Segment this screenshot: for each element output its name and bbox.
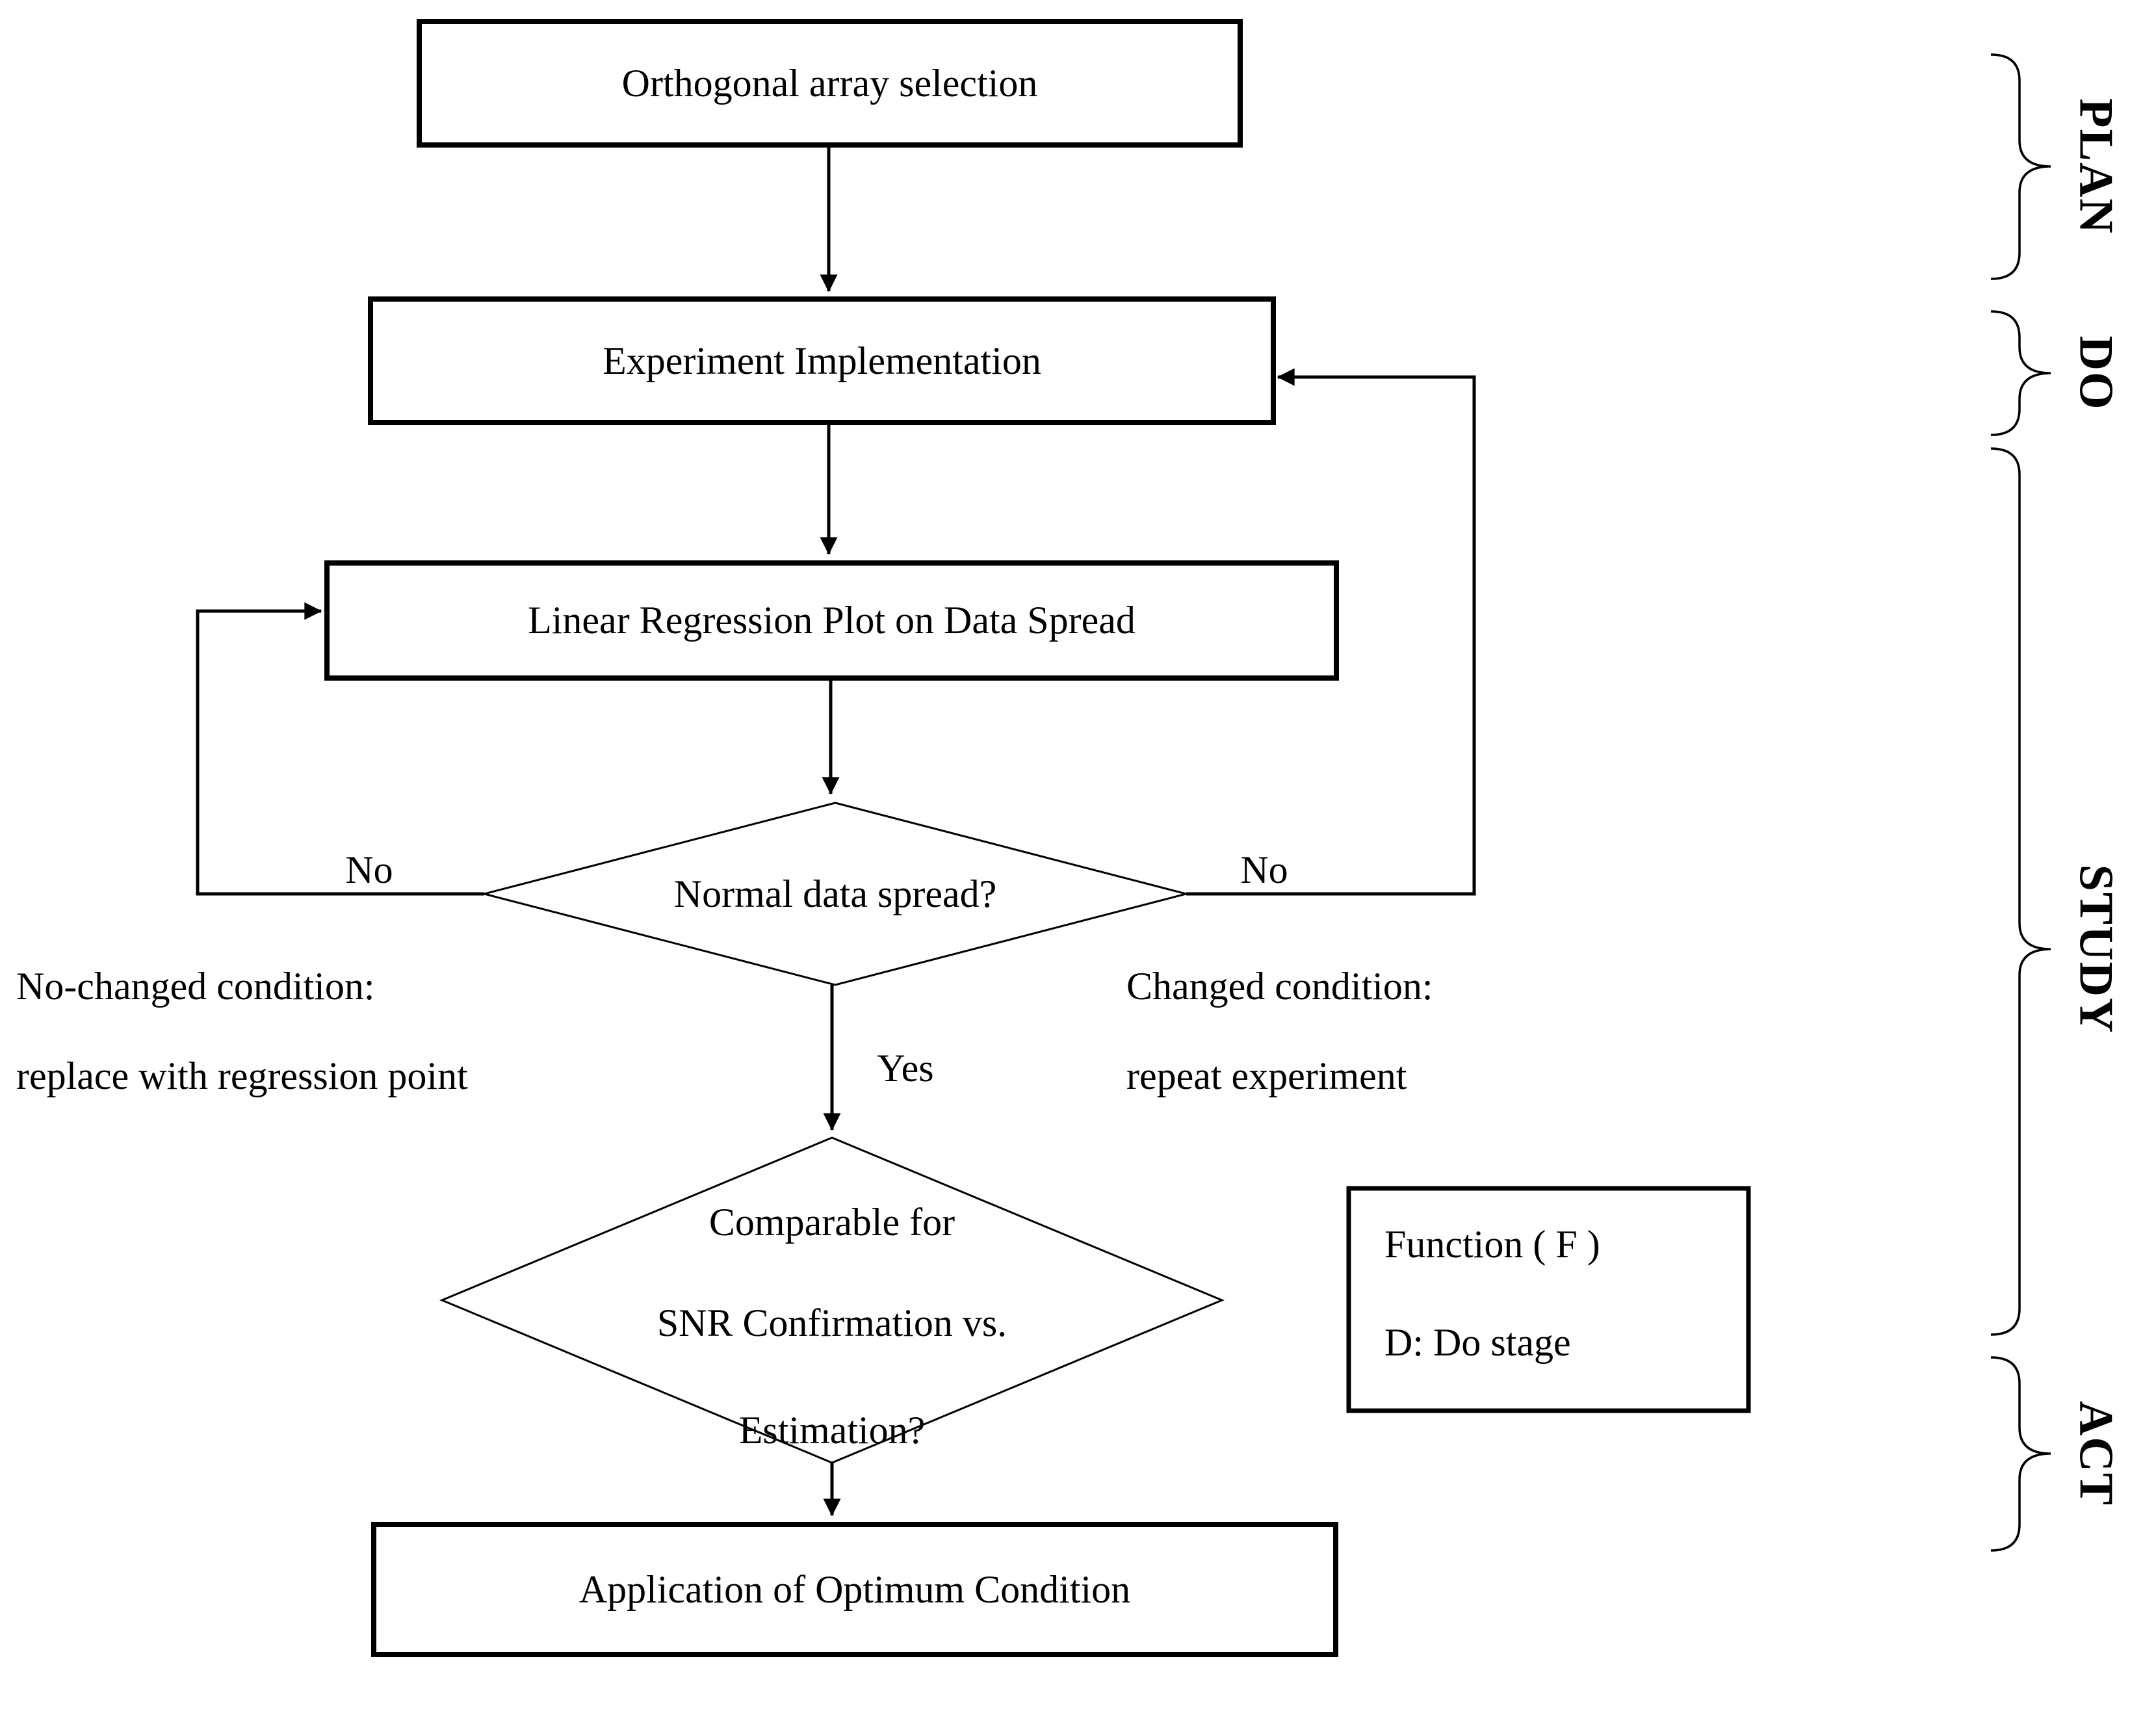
decision-normal-spread-label: Normal data spread? — [673, 872, 997, 915]
edge-no-right-loop — [1186, 368, 1476, 896]
brace-do — [1990, 310, 2051, 436]
edge-label-no-left: No — [345, 848, 393, 891]
node-regression-label: Linear Regression Plot on Data Spread — [528, 599, 1136, 642]
legend-box — [1346, 1186, 1751, 1413]
brace-plan — [1990, 53, 2051, 280]
edge-label-no-right: No — [1240, 848, 1288, 891]
node-experiment-box — [368, 296, 1276, 425]
legend-line-2: D: Do stage — [1384, 1321, 1571, 1364]
decision-snr-line-3: Estimation? — [738, 1408, 926, 1452]
decision-normal-spread-diamond — [480, 802, 1190, 986]
annotation-right-line-2: repeat experiment — [1126, 1054, 1407, 1097]
node-application-label: Application of Optimum Condition — [578, 1567, 1131, 1611]
stage-label-do: DO — [2069, 335, 2123, 411]
decision-snr-line-2: SNR Confirmation vs. — [656, 1301, 1007, 1344]
decision-snr-line-1: Comparable for — [708, 1200, 955, 1244]
node-orthogonal-box — [417, 19, 1243, 148]
brace-act — [1990, 1356, 2051, 1552]
annotation-left-line-1: No-changed condition: — [16, 965, 375, 1008]
legend-line-1: Function ( F ) — [1384, 1223, 1600, 1266]
node-orthogonal-label: Orthogonal array selection — [621, 61, 1038, 105]
stage-label-act: ACT — [2069, 1400, 2123, 1507]
node-experiment-label: Experiment Implementation — [603, 339, 1041, 382]
edge-no-left-loop — [196, 602, 484, 896]
annotation-left-line-2: replace with regression point — [16, 1054, 468, 1097]
brace-study — [1990, 447, 2051, 1336]
stage-label-plan: PLAN — [2069, 98, 2123, 235]
stage-label-study: STUDY — [2069, 864, 2123, 1034]
annotation-right-line-1: Changed condition: — [1126, 965, 1433, 1008]
edge-label-yes: Yes — [877, 1047, 934, 1090]
node-application-box — [371, 1522, 1338, 1657]
